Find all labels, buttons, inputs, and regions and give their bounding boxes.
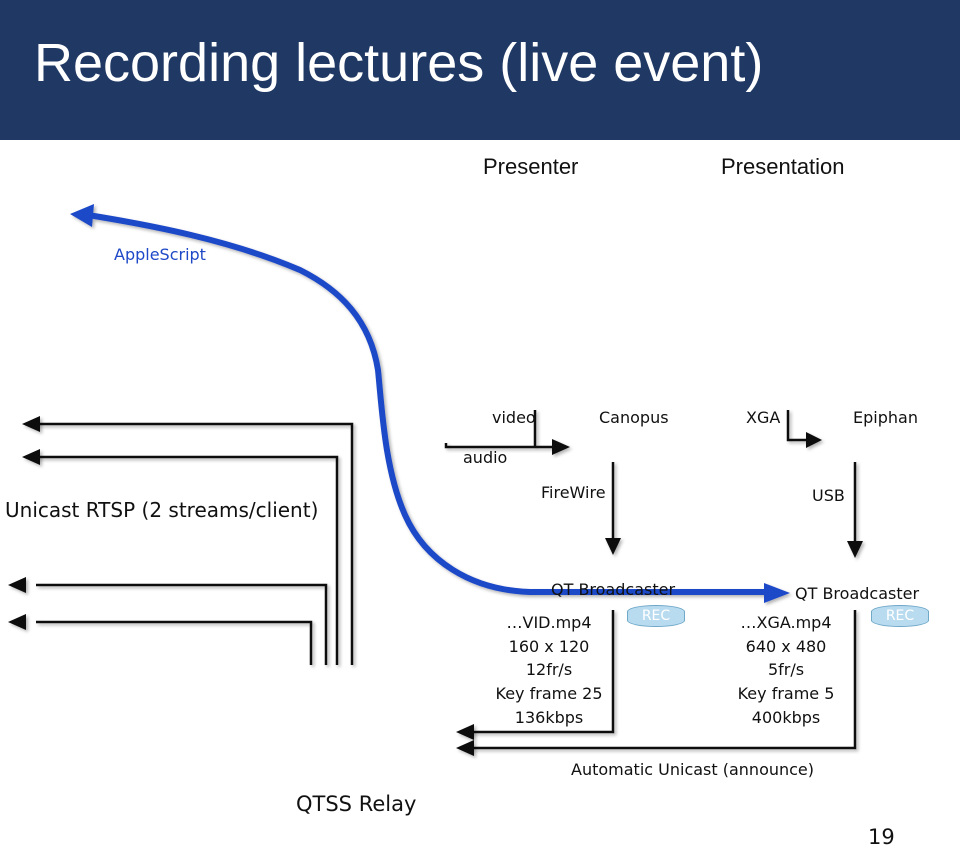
presentation-heading: Presentation	[721, 154, 845, 179]
arrowhead-right	[552, 439, 570, 455]
arrowheads	[8, 416, 863, 756]
presenter-heading: Presenter	[483, 154, 579, 179]
rec-disk: REC	[627, 605, 685, 627]
qt-broadcaster-label: QT Broadcaster	[795, 584, 920, 603]
arrowhead-down	[847, 541, 863, 558]
xga-return-line	[470, 610, 857, 750]
xga-line	[786, 410, 808, 442]
vid-resolution: 160 x 120	[508, 637, 590, 656]
xga-resolution: 640 x 480	[745, 637, 827, 656]
arrowhead-left	[8, 614, 26, 630]
rec-disk: REC	[871, 605, 929, 627]
applescript-label: AppleScript	[114, 245, 206, 264]
xga-keyframe: Key frame 5	[737, 684, 835, 703]
qtss-relay-label: QTSS Relay	[296, 792, 417, 816]
qt-broadcaster-label: QT Broadcaster	[551, 580, 676, 599]
arrowhead-left	[456, 724, 474, 740]
vid-keyframe: Key frame 25	[495, 684, 603, 703]
qt-link-arrowhead	[764, 583, 790, 603]
canopus-label: Canopus	[599, 408, 669, 427]
epiphan-label: Epiphan	[853, 408, 918, 427]
outer-line-1	[36, 422, 354, 665]
rec-label: REC	[641, 608, 671, 624]
usb-label: USB	[812, 486, 845, 505]
vid-bitrate: 136kbps	[514, 708, 584, 727]
applescript-arrowhead	[70, 204, 94, 227]
inner-line-2	[36, 620, 313, 665]
unicast-label: Unicast RTSP (2 streams/client)	[5, 498, 319, 522]
xga-bitrate: 400kbps	[751, 708, 821, 727]
rec-label: REC	[885, 608, 915, 624]
slide-title: Recording lectures (live event)	[34, 33, 764, 93]
arrowhead-down	[605, 538, 621, 555]
video-label: video	[492, 408, 536, 427]
announce-label: Automatic Unicast (announce)	[571, 760, 815, 779]
relay-lines	[36, 410, 857, 750]
xga-filename: …XGA.mp4	[740, 613, 832, 632]
inner-line-1	[36, 583, 328, 665]
page-number: 19	[868, 825, 895, 849]
arrowhead-left	[22, 416, 40, 432]
xga-label: XGA	[746, 408, 781, 427]
applescript-curve	[70, 204, 790, 603]
outer-line-2	[36, 455, 339, 665]
audio-label: audio	[463, 448, 508, 467]
arrowhead-left	[8, 577, 26, 593]
arrowhead-right	[806, 432, 822, 448]
audio-line	[444, 443, 555, 449]
vid-return-line	[470, 610, 615, 734]
title-bar	[0, 0, 960, 140]
vid-filename: …VID.mp4	[506, 613, 592, 632]
arrowhead-left	[456, 740, 474, 756]
firewire-label: FireWire	[541, 483, 606, 502]
xga-framerate: 5fr/s	[767, 660, 805, 679]
arrowhead-left	[22, 449, 40, 465]
vid-framerate: 12fr/s	[525, 660, 573, 679]
